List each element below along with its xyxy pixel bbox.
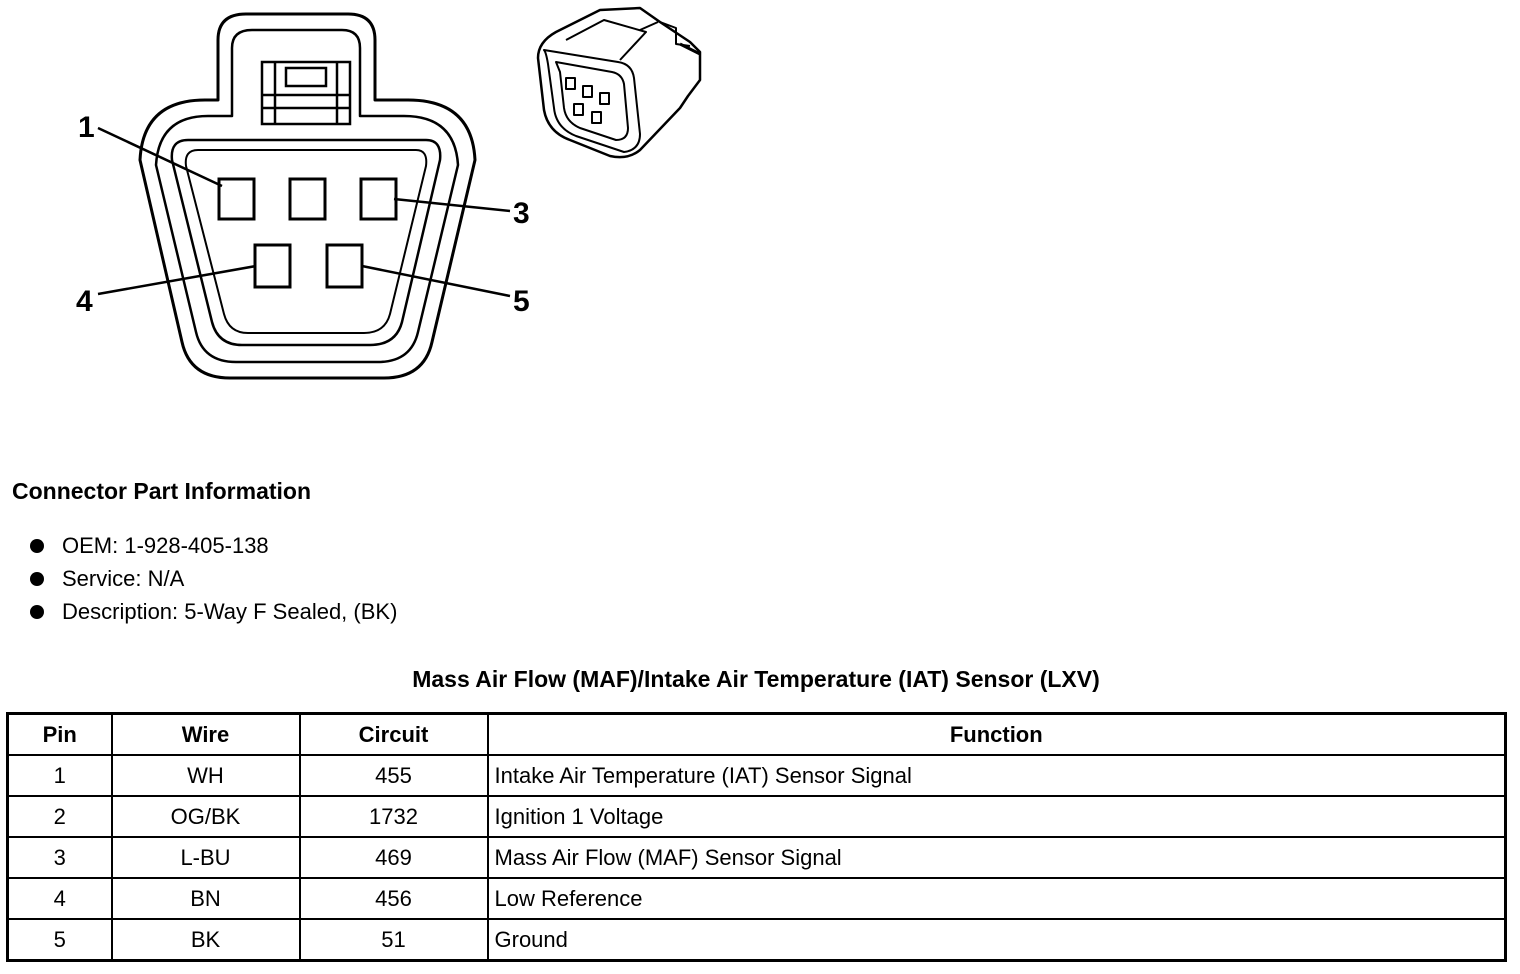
cell-function: Ignition 1 Voltage (486, 795, 1507, 838)
cell-pin: 1 (6, 754, 113, 797)
cell-circuit: 51 (298, 918, 489, 962)
cell-wire: BK (110, 918, 301, 962)
pin-cavity-4 (253, 243, 292, 289)
table-header-row: Pin Wire Circuit Function (6, 712, 1507, 756)
cell-function: Low Reference (486, 877, 1507, 920)
pin-cavity-1 (217, 177, 256, 221)
leader-line-4 (97, 264, 257, 296)
cell-circuit: 1732 (298, 795, 489, 838)
bullet-icon (30, 605, 44, 619)
connector-diagram: 1 3 4 5 (76, 6, 702, 380)
table-row: 4 BN 456 Low Reference (6, 877, 1507, 920)
connector-3d-illustration (536, 6, 702, 159)
table-row: 2 OG/BK 1732 Ignition 1 Voltage (6, 795, 1507, 838)
bullet-icon (30, 572, 44, 586)
header-pin: Pin (6, 712, 113, 756)
pin-label-3: 3 (513, 197, 530, 230)
list-item: Service: N/A (30, 565, 397, 598)
leader-line-5 (361, 264, 511, 298)
cell-circuit: 456 (298, 877, 489, 920)
cell-circuit: 455 (298, 754, 489, 797)
pin-label-4: 4 (76, 285, 93, 318)
cell-pin: 2 (6, 795, 113, 838)
header-circuit: Circuit (298, 712, 489, 756)
table-row: 5 BK 51 Ground (6, 918, 1507, 962)
cell-wire: BN (110, 877, 301, 920)
pinout-table: Pin Wire Circuit Function 1 WH 455 Intak… (6, 712, 1507, 962)
info-oem: OEM: 1-928-405-138 (62, 533, 269, 558)
bullet-icon (30, 539, 44, 553)
pin-label-1: 1 (78, 111, 95, 144)
info-service: Service: N/A (62, 566, 185, 591)
locking-tab (260, 60, 352, 126)
leader-line-3 (393, 197, 511, 213)
connector-info-title: Connector Part Information (12, 478, 312, 504)
header-wire: Wire (110, 712, 301, 756)
cell-pin: 5 (6, 918, 113, 962)
leader-line-1 (97, 126, 223, 188)
cell-function: Mass Air Flow (MAF) Sensor Signal (486, 836, 1507, 879)
cell-wire: WH (110, 754, 301, 797)
table-row: 3 L-BU 469 Mass Air Flow (MAF) Sensor Si… (6, 836, 1507, 879)
pin-cavity-5 (325, 243, 364, 289)
pin-cavity-2 (288, 177, 327, 221)
info-description: Description: 5-Way F Sealed, (BK) (62, 599, 398, 624)
connector-inner-outline-b (184, 149, 428, 334)
connector-outer-outline (138, 12, 477, 380)
cell-pin: 3 (6, 836, 113, 879)
list-item: Description: 5-Way F Sealed, (BK) (30, 598, 397, 631)
connector-info-list: OEM: 1-928-405-138 Service: N/A Descript… (30, 532, 397, 631)
connector-inner-outline-a (170, 138, 442, 347)
cell-function: Intake Air Temperature (IAT) Sensor Sign… (486, 754, 1507, 797)
list-item: OEM: 1-928-405-138 (30, 532, 397, 565)
header-function: Function (486, 712, 1507, 756)
cell-function: Ground (486, 918, 1507, 962)
pin-cavity-3 (359, 177, 398, 221)
cell-wire: OG/BK (110, 795, 301, 838)
table-row: 1 WH 455 Intake Air Temperature (IAT) Se… (6, 754, 1507, 797)
pin-label-5: 5 (513, 285, 530, 318)
table-title: Mass Air Flow (MAF)/Intake Air Temperatu… (412, 666, 1100, 692)
cell-pin: 4 (6, 877, 113, 920)
cell-circuit: 469 (298, 836, 489, 879)
cell-wire: L-BU (110, 836, 301, 879)
